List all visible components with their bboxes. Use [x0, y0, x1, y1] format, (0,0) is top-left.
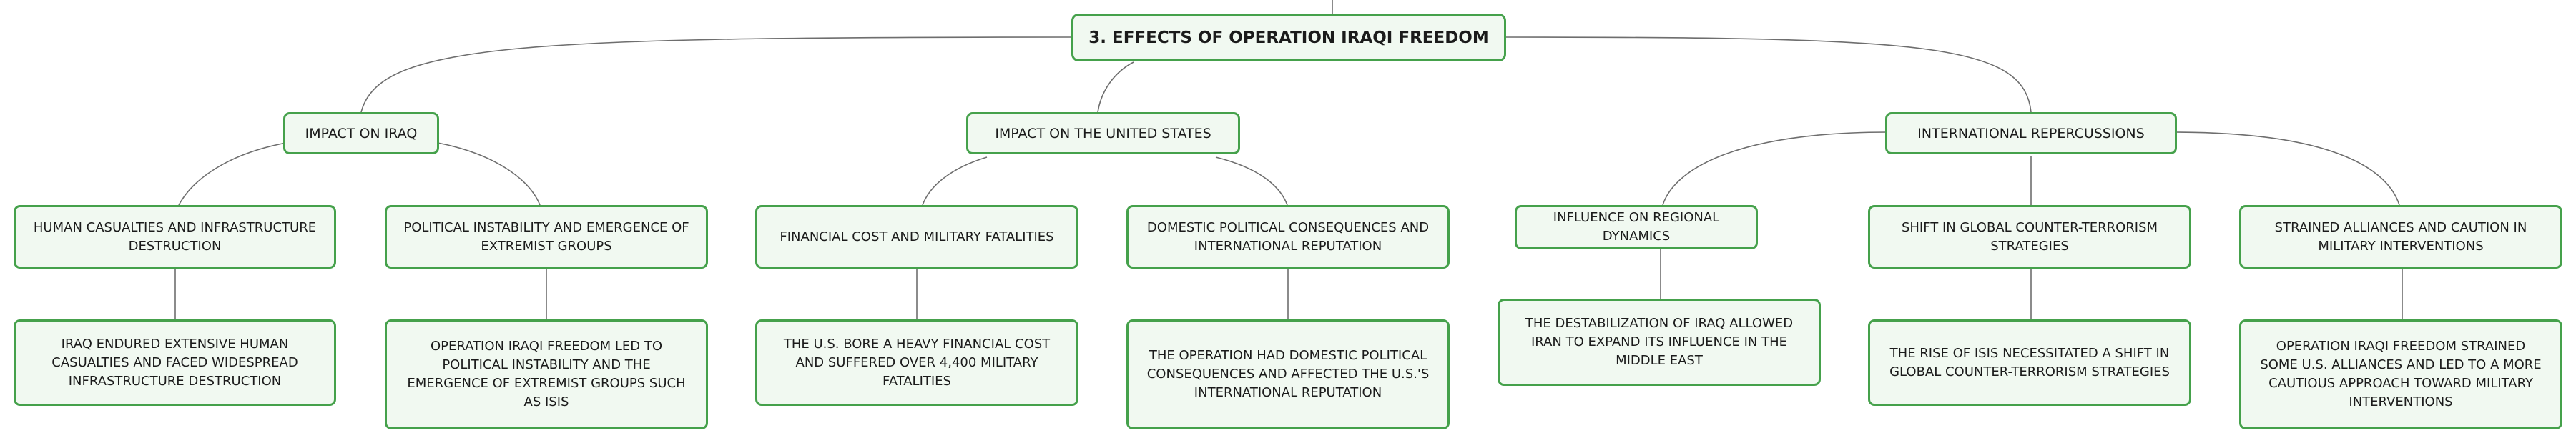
root-node-label: 3. EFFECTS OF OPERATION IRAQI FREEDOM [1088, 28, 1489, 47]
branch-node-label: IMPACT ON IRAQ [305, 125, 418, 141]
topic-node-domestic-political[interactable]: DOMESTIC POLITICAL CONSEQUENCES AND INTE… [1126, 205, 1450, 269]
detail-node-text: THE U.S. BORE A HEAVY FINANCIAL COST AND… [783, 336, 1051, 389]
detail-node-text: THE RISE OF ISIS NECESSITATED A SHIFT IN… [1889, 345, 2170, 379]
topic-node-strained-alliances[interactable]: STRAINED ALLIANCES AND CAUTION IN MILITA… [2239, 205, 2562, 269]
detail-node-text: THE DESTABILIZATION OF IRAQ ALLOWED IRAN… [1525, 316, 1794, 368]
topic-node-label: STRAINED ALLIANCES AND CAUTION IN MILITA… [2274, 219, 2527, 254]
connector-root-to-branch-international [1504, 36, 2032, 113]
connector-iraq-to-human-casualties [178, 142, 287, 206]
topic-node-label: POLITICAL INSTABILITY AND EMERGENCE OF E… [403, 219, 689, 254]
detail-node-counter-terrorism[interactable]: THE RISE OF ISIS NECESSITATED A SHIFT IN… [1868, 319, 2191, 406]
connector-international-to-regional-dynamics [1662, 131, 1889, 206]
topic-node-human-casualties[interactable]: HUMAN CASUALTIES AND INFRASTRUCTURE DEST… [14, 205, 336, 269]
topic-node-regional-dynamics[interactable]: INFLUENCE ON REGIONAL DYNAMICS [1515, 205, 1758, 249]
topic-node-counter-terrorism[interactable]: SHIFT IN GLOBAL COUNTER-TERRORISM STRATE… [1868, 205, 2191, 269]
branch-node-international-repercussions[interactable]: INTERNATIONAL REPERCUSSIONS [1885, 112, 2177, 154]
detail-node-political-instability[interactable]: OPERATION IRAQI FREEDOM LED TO POLITICAL… [385, 319, 708, 429]
topic-node-label: FINANCIAL COST AND MILITARY FATALITIES [780, 229, 1054, 244]
detail-node-text: OPERATION IRAQI FREEDOM LED TO POLITICAL… [407, 339, 686, 409]
detail-node-domestic-political[interactable]: THE OPERATION HAD DOMESTIC POLITICAL CON… [1126, 319, 1450, 429]
detail-node-text: THE OPERATION HAD DOMESTIC POLITICAL CON… [1146, 348, 1430, 400]
topic-node-label: SHIFT IN GLOBAL COUNTER-TERRORISM STRATE… [1901, 219, 2158, 254]
connector-root-to-branch-iraq [360, 36, 1073, 113]
topic-node-label: HUMAN CASUALTIES AND INFRASTRUCTURE DEST… [33, 219, 317, 254]
branch-node-impact-on-iraq[interactable]: IMPACT ON IRAQ [283, 112, 439, 154]
topic-node-label: INFLUENCE ON REGIONAL DYNAMICS [1553, 210, 1720, 244]
branch-node-impact-on-united-states[interactable]: IMPACT ON THE UNITED STATES [966, 112, 1240, 154]
topic-node-financial-cost[interactable]: FINANCIAL COST AND MILITARY FATALITIES [755, 205, 1078, 269]
detail-node-strained-alliances[interactable]: OPERATION IRAQI FREEDOM STRAINED SOME U.… [2239, 319, 2562, 429]
detail-node-text: IRAQ ENDURED EXTENSIVE HUMAN CASUALTIES … [51, 336, 298, 389]
detail-node-financial-cost[interactable]: THE U.S. BORE A HEAVY FINANCIAL COST AND… [755, 319, 1078, 406]
connector-iraq-to-political-instability [437, 142, 541, 206]
branch-node-label: INTERNATIONAL REPERCUSSIONS [1917, 125, 2145, 141]
detail-node-human-casualties[interactable]: IRAQ ENDURED EXTENSIVE HUMAN CASUALTIES … [14, 319, 336, 406]
topic-node-label: DOMESTIC POLITICAL CONSEQUENCES AND INTE… [1146, 219, 1430, 254]
connector-us-to-domestic-political [1215, 156, 1288, 206]
detail-node-text: OPERATION IRAQI FREEDOM STRAINED SOME U.… [2260, 339, 2542, 409]
root-node[interactable]: 3. EFFECTS OF OPERATION IRAQI FREEDOM [1071, 14, 1506, 61]
branch-node-label: IMPACT ON THE UNITED STATES [995, 125, 1211, 141]
detail-node-regional-dynamics[interactable]: THE DESTABILIZATION OF IRAQ ALLOWED IRAN… [1498, 299, 1821, 386]
connector-root-to-branch-us [1097, 61, 1134, 113]
topic-node-political-instability[interactable]: POLITICAL INSTABILITY AND EMERGENCE OF E… [385, 205, 708, 269]
connector-international-to-strained-alliances [2173, 131, 2400, 206]
connector-us-to-financial-cost [922, 156, 988, 206]
